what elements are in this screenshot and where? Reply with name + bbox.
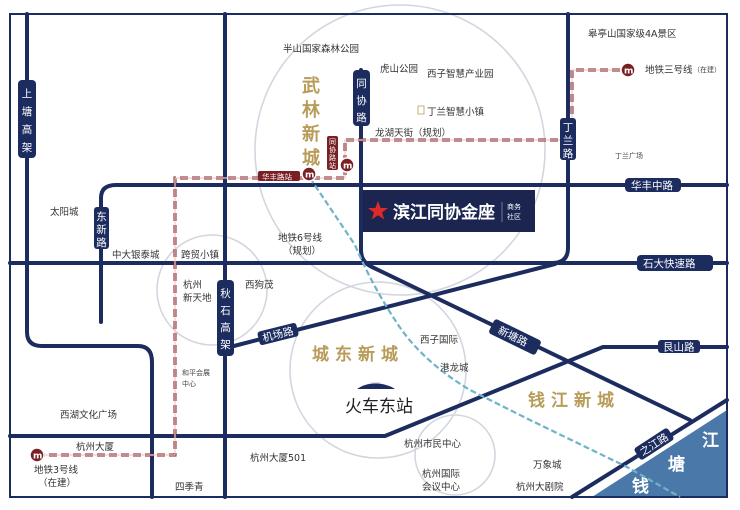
poi-label: 西子智慧产业园 <box>427 68 494 80</box>
road-name: 秋石高架 <box>220 287 231 351</box>
zone-circle-civic <box>414 414 496 496</box>
poi-label: 杭州大厦501 <box>250 452 306 464</box>
district-wulin: 武林新城 <box>302 76 320 169</box>
zone-circles <box>156 4 546 496</box>
river-char: 江 <box>702 431 719 451</box>
landmark-east-station: 火车东站 <box>345 397 413 417</box>
zone-circle-chengdong <box>289 281 467 459</box>
road-label-xintang: 新塘路 <box>489 319 541 355</box>
poi-label: 皋亭山国家级4A景区 <box>588 28 677 40</box>
railway-station-icon <box>357 382 395 389</box>
poi-label: 港龙城 <box>440 362 469 374</box>
map-frame <box>9 13 728 498</box>
poi-label: 杭州国际 <box>422 468 461 480</box>
poi-label: 杭州 <box>183 279 202 291</box>
metro-station-icon[interactable]: m <box>301 166 317 182</box>
road-label-shangtang: 上塘高架 <box>18 80 36 158</box>
road-name: 东新路 <box>96 210 107 249</box>
road-label-dinglan: 丁兰路 <box>560 118 576 160</box>
station-label-huafeng: 华丰路站 <box>258 171 300 182</box>
road-label-dongxin: 东新路 <box>94 207 109 249</box>
poi-label: 新天地 <box>183 292 212 304</box>
road-shangtang <box>25 12 154 499</box>
metro-label: （在建） <box>693 65 721 74</box>
project-marker[interactable]: 滨江同协金座 商务 社区 <box>363 190 535 232</box>
poi-label: 丁兰广场 <box>615 151 643 160</box>
metro-label: 地铁3号线 <box>34 464 79 476</box>
river-label: 钱 塘 江 <box>632 431 719 497</box>
poi-label: 太阳城 <box>50 206 79 218</box>
road-name: 丁兰路 <box>563 122 574 160</box>
road-label-shida: 石大快速路 <box>637 255 713 271</box>
poi-label: 杭州大剧院 <box>516 481 564 493</box>
poi-label: 中心 <box>182 379 196 388</box>
zone-circle-xintiandi <box>156 234 268 346</box>
road-name: 艮山路 <box>663 341 695 354</box>
poi-label: 西湖文化广场 <box>60 409 117 421</box>
road-label-tongxie: 同协路 <box>353 70 370 126</box>
road-label-huafeng: 华丰中路 <box>625 178 681 192</box>
svg-text:m: m <box>624 67 633 77</box>
poi-label: 杭州市民中心 <box>404 438 462 450</box>
road-name: 华丰中路 <box>631 179 673 192</box>
poi-label: 和平会展 <box>182 368 210 377</box>
project-name: 滨江同协金座 <box>393 202 495 223</box>
metro-station-icon[interactable]: m <box>620 62 636 78</box>
metro-label: （规划） <box>283 245 321 257</box>
poi-label: 丁兰智慧小镇 <box>427 106 485 118</box>
poi-labels: 半山国家森林公园 皋亭山国家级4A景区 虎山公园 西子智慧产业园 丁兰智慧小镇 … <box>34 28 721 493</box>
road-label-jichang: 机场路 <box>257 323 299 345</box>
road-name: 同协路 <box>356 78 367 124</box>
metro-label: 地铁6号线 <box>278 232 323 244</box>
svg-text:m: m <box>305 171 314 181</box>
road-label-qiushi: 秋石高架 <box>217 280 234 356</box>
poi-label: 四季青 <box>175 481 204 493</box>
river-char: 塘 <box>668 454 685 475</box>
station-tongxie-text: 同协路站 <box>329 138 336 170</box>
metro-label: 地铁三号线 <box>645 64 693 76</box>
star-icon <box>368 201 388 220</box>
project-tag: 社区 <box>507 212 521 221</box>
poi-label: 中大银泰城 <box>112 249 160 261</box>
svg-text:m: m <box>33 452 42 462</box>
station-huafeng-text: 华丰路站 <box>262 172 292 182</box>
roads <box>8 12 729 499</box>
metro-station-icon[interactable]: m <box>29 447 45 463</box>
road-huafeng <box>99 183 729 324</box>
metro-station-icon[interactable]: m <box>339 157 355 173</box>
road-name: 上塘高架 <box>22 88 33 154</box>
district-qianjiang: 钱江新城 <box>528 390 620 411</box>
svg-text:m: m <box>343 162 352 172</box>
poi-label: 杭州大厦 <box>76 441 115 453</box>
road-name: 石大快速路 <box>643 257 696 270</box>
river-char: 钱 <box>632 476 649 497</box>
poi-label: 西狗茂 <box>245 279 274 291</box>
poi-label: 虎山公园 <box>380 63 418 75</box>
poi-label: 会议中心 <box>422 481 461 493</box>
station-label-tongxie: 同协路站 <box>327 136 338 170</box>
poi-label: 跨贸小镇 <box>181 249 220 261</box>
poi-label: 万象城 <box>533 459 562 471</box>
building-icon <box>417 105 425 115</box>
district-chengdong: 城东新城 <box>312 344 404 365</box>
project-tag: 商务 <box>507 202 521 211</box>
poi-label: 龙湖天街（规划） <box>375 127 451 139</box>
metro-stations: m m m m <box>29 62 636 463</box>
poi-label: 西子国际 <box>420 335 459 346</box>
poi-label: 半山国家森林公园 <box>283 43 359 55</box>
road-label-genshan: 艮山路 <box>658 340 700 354</box>
road-tongxie-xintang <box>359 68 692 422</box>
zone-circle-wulin <box>254 4 546 296</box>
metro-label: （在建） <box>38 477 76 489</box>
qiantang-river <box>592 410 727 497</box>
